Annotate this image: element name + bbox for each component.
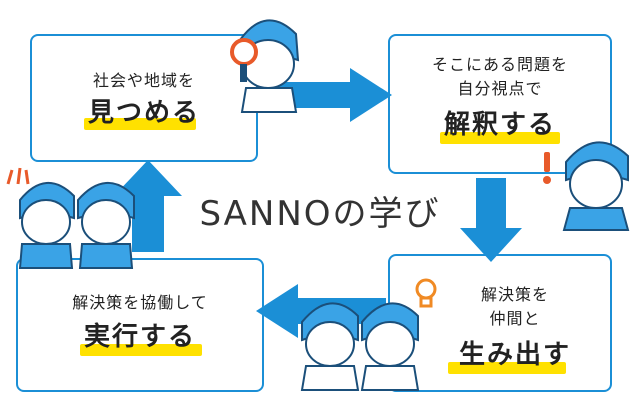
highlight-execute xyxy=(80,344,202,356)
character-thinker xyxy=(562,141,630,231)
step-box-create xyxy=(388,254,612,392)
step-create-line1: 解決策を xyxy=(480,285,549,304)
step-box-observe xyxy=(30,34,258,162)
highlight-interpret xyxy=(440,132,560,144)
highlight-create xyxy=(448,362,566,374)
step-box-interpret xyxy=(388,34,612,174)
character-group-right xyxy=(300,302,420,391)
sweat-icon xyxy=(6,167,30,185)
step-execute-main: 実行する xyxy=(83,322,196,352)
step-observe-main: 見つめる xyxy=(87,98,200,128)
step-create-line2: 仲間と xyxy=(489,309,541,328)
step-observe-line1: 社会や地域を xyxy=(92,71,195,90)
step-interpret-main: 解釈する xyxy=(443,110,556,140)
step-interpret-line2: 自分視点で xyxy=(457,79,543,98)
highlight-observe xyxy=(84,118,196,130)
lightbulb-icon xyxy=(415,278,437,308)
step-interpret-line1: そこにある問題を xyxy=(431,55,568,74)
magnifier-icon xyxy=(230,38,258,82)
diagram-title: SANNOの学び xyxy=(199,194,441,234)
exclamation-icon xyxy=(543,152,551,184)
step-execute-line1: 解決策を協働して xyxy=(72,293,208,312)
character-group-left xyxy=(18,181,135,269)
step-create-main: 生み出す xyxy=(458,340,571,370)
step-box-execute xyxy=(16,258,264,392)
